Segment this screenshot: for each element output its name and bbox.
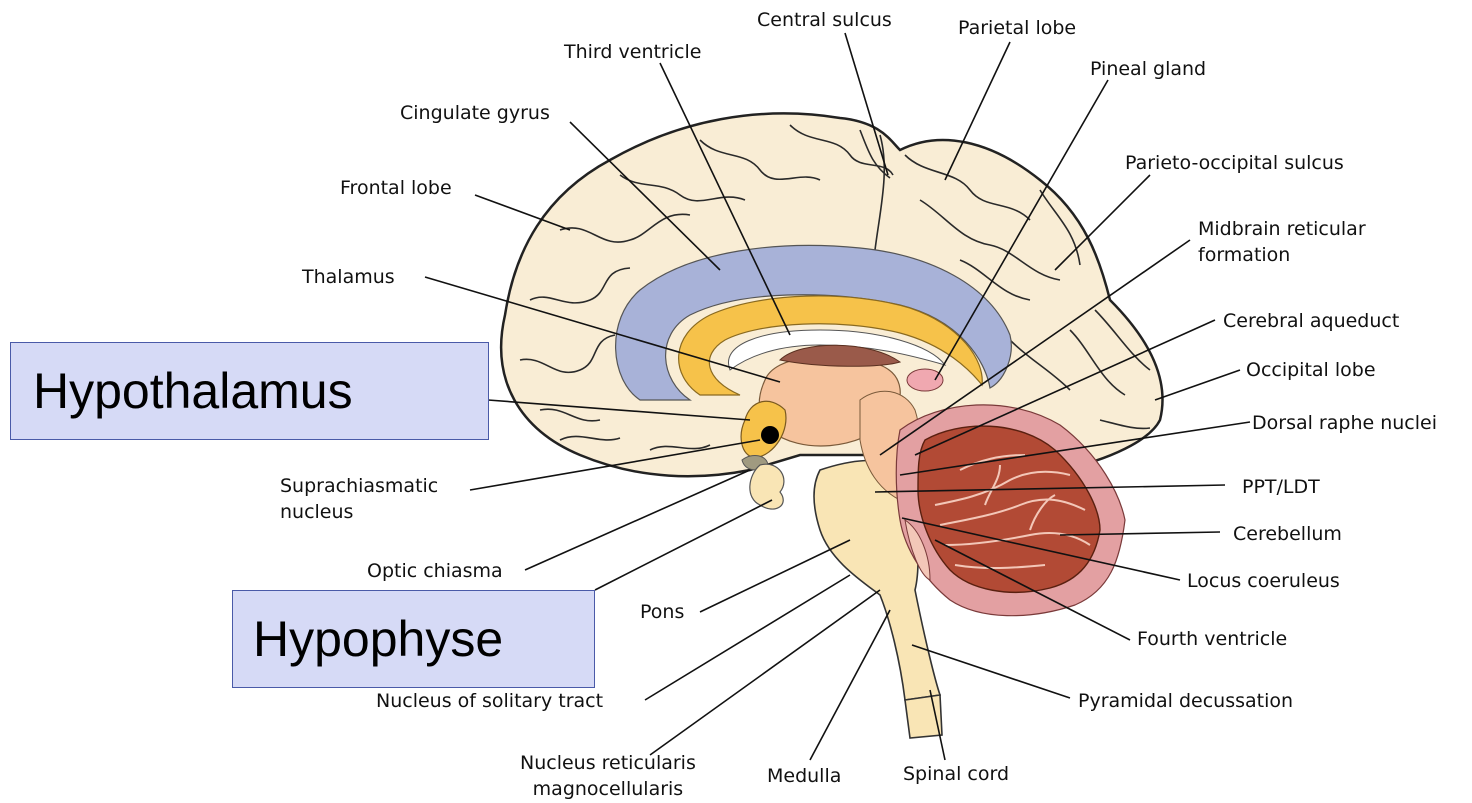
label-thalamus: Thalamus xyxy=(302,265,395,289)
label-nucleus-reticularis-magnocellularis: Nucleus reticularis magnocellularis xyxy=(520,750,696,802)
label-locus-coeruleus: Locus coeruleus xyxy=(1187,569,1340,593)
suprachiasmatic-nucleus-dot xyxy=(761,426,779,444)
label-occipital-lobe: Occipital lobe xyxy=(1246,358,1376,382)
label-cerebral-aqueduct: Cerebral aqueduct xyxy=(1223,309,1399,333)
label-parietal-lobe: Parietal lobe xyxy=(958,16,1076,40)
label-fourth-ventricle: Fourth ventricle xyxy=(1137,627,1287,651)
label-pyramidal-decussation: Pyramidal decussation xyxy=(1078,689,1293,713)
label-central-sulcus: Central sulcus xyxy=(757,8,892,32)
label-pineal-gland: Pineal gland xyxy=(1090,57,1206,81)
label-pons: Pons xyxy=(640,600,684,624)
label-ppt-ldt: PPT/LDT xyxy=(1242,475,1320,499)
pineal-gland-shape xyxy=(907,369,943,391)
label-spinal-cord: Spinal cord xyxy=(903,762,1009,786)
label-third-ventricle: Third ventricle xyxy=(564,40,701,64)
label-cerebellum: Cerebellum xyxy=(1233,522,1342,546)
label-suprachiasmatic-nucleus: Suprachiasmatic nucleus xyxy=(280,473,438,525)
label-midbrain-reticular-formation: Midbrain reticular formation xyxy=(1198,216,1366,268)
label-optic-chiasma: Optic chiasma xyxy=(367,559,503,583)
callout-hypothalamus: Hypothalamus xyxy=(10,342,489,440)
label-cingulate-gyrus: Cingulate gyrus xyxy=(400,101,550,125)
label-frontal-lobe: Frontal lobe xyxy=(340,176,452,200)
label-parieto-occipital-sulcus: Parieto-occipital sulcus xyxy=(1125,151,1344,175)
callout-hypophyse: Hypophyse xyxy=(232,590,595,688)
label-medulla: Medulla xyxy=(767,764,841,788)
label-dorsal-raphe-nuclei: Dorsal raphe nuclei xyxy=(1252,411,1437,435)
label-nucleus-of-solitary-tract: Nucleus of solitary tract xyxy=(376,689,603,713)
